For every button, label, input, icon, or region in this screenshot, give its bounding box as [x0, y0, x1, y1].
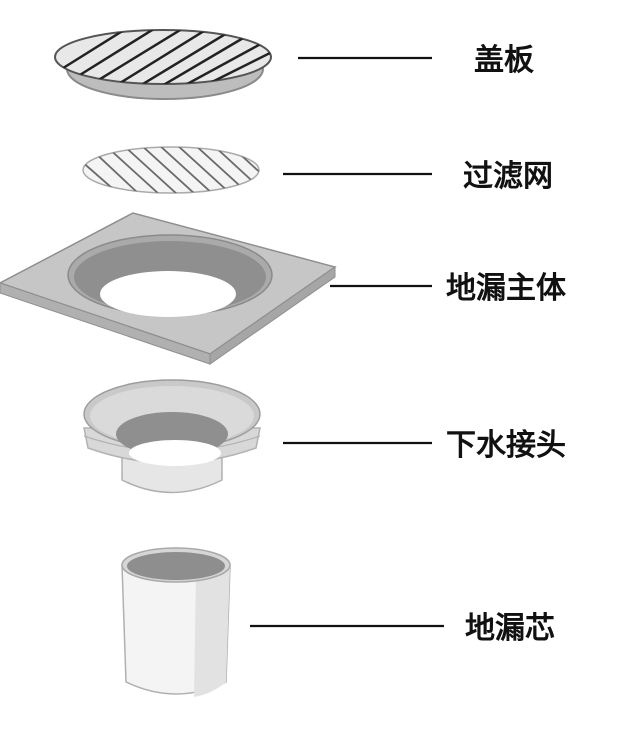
label-connector: 下水接头: [446, 428, 566, 463]
label-body: 地漏主体: [446, 271, 567, 306]
filter-mesh: [82, 146, 260, 194]
drain-core: [121, 547, 231, 697]
label-cover: 盖板: [474, 43, 534, 78]
label-filter: 过滤网: [463, 159, 553, 194]
label-core: 地漏芯: [465, 611, 555, 646]
cover-plate: [54, 29, 272, 100]
drain-body: [0, 212, 337, 365]
drain-connector: [83, 379, 261, 494]
